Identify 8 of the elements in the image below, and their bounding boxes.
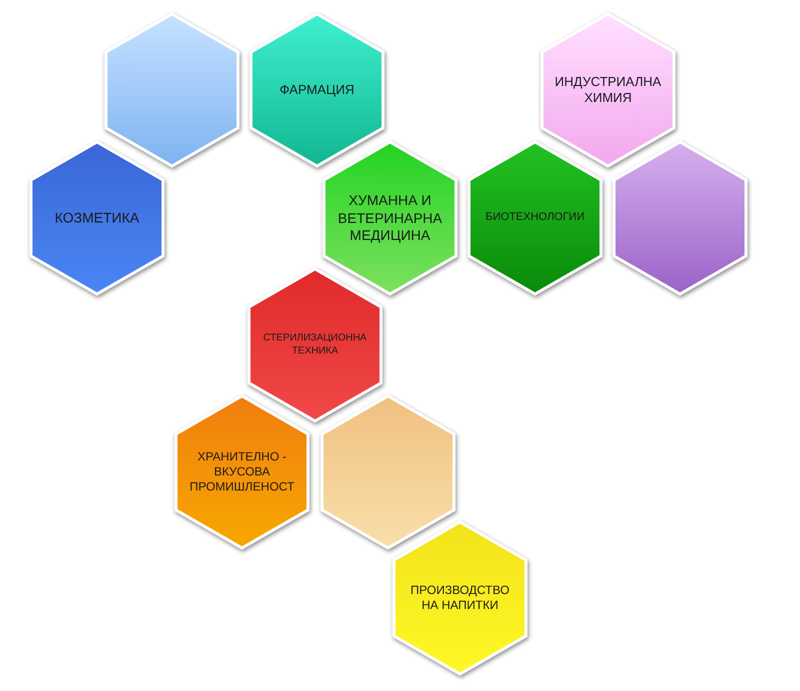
tile-label: КОЗМЕТИКА bbox=[54, 209, 140, 227]
tile-label: БИОТЕХНОЛОГИИ bbox=[486, 211, 584, 225]
tile-label: ФАРМАЦИЯ bbox=[280, 82, 354, 98]
tile-label: СТЕРИЛИЗАЦИОННА ТЕХНИКА bbox=[263, 332, 367, 358]
tile-label: ХРАНИТЕЛНО - ВКУСОВА ПРОМИШЛЕНОСТ bbox=[190, 450, 294, 494]
tile-label: ИНДУСТРИАЛНА ХИМИЯ bbox=[554, 74, 662, 106]
tile-label: ПРОИЗВОДСТВО НА НАПИТКИ bbox=[410, 583, 510, 613]
tile-label: ХУМАННА И ВЕТЕРИНАРНА МЕДИЦИНА bbox=[338, 192, 442, 244]
